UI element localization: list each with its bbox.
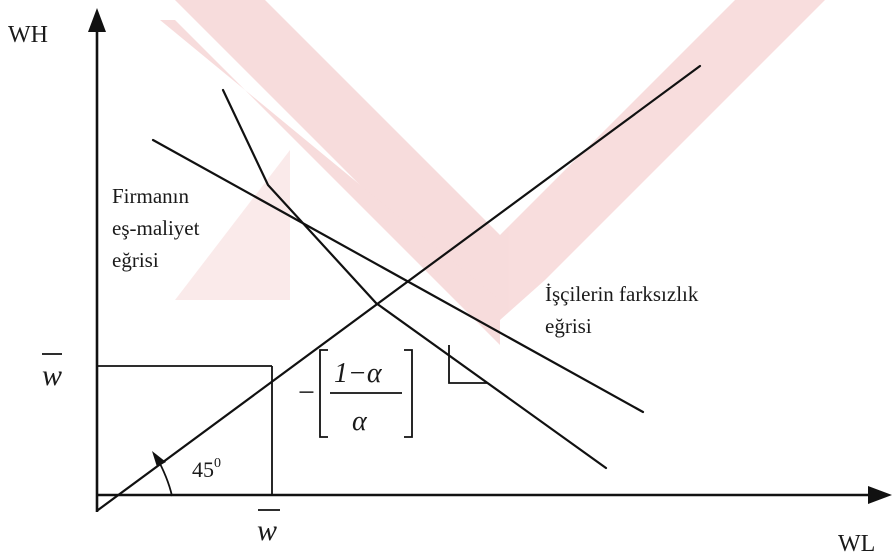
slope-left-bracket	[319, 349, 328, 438]
firm-label-line-3: eğrisi	[112, 248, 159, 272]
worker-label-line-2: eğrisi	[545, 314, 592, 338]
worker-indifference-curve	[221, 88, 608, 470]
slope-denominator: α	[352, 406, 368, 437]
firm-label-line-1: Firmanın	[112, 184, 189, 208]
watermark	[90, 0, 825, 345]
x-axis-arrow-icon	[868, 486, 892, 504]
x-tick-wbar: w	[257, 514, 277, 547]
y-axis-label: WH	[8, 22, 48, 48]
slope-marker	[448, 345, 487, 384]
worker-label-line-1: İşçilerin farksızlık	[545, 282, 699, 306]
45-degree-line	[96, 64, 702, 512]
angle-label: 450	[192, 456, 221, 482]
slope-minus: −	[298, 376, 315, 409]
firm-iso-cost-line	[151, 138, 645, 414]
y-axis-arrow-icon	[88, 8, 106, 32]
slope-numerator: 1−α	[334, 358, 383, 389]
x-axis-label: WL	[838, 531, 875, 553]
angle-arrow-icon	[152, 451, 166, 467]
slope-right-bracket	[404, 349, 413, 438]
firm-label-line-2: eş-maliyet	[112, 216, 200, 240]
y-tick-wbar: w	[42, 359, 62, 392]
